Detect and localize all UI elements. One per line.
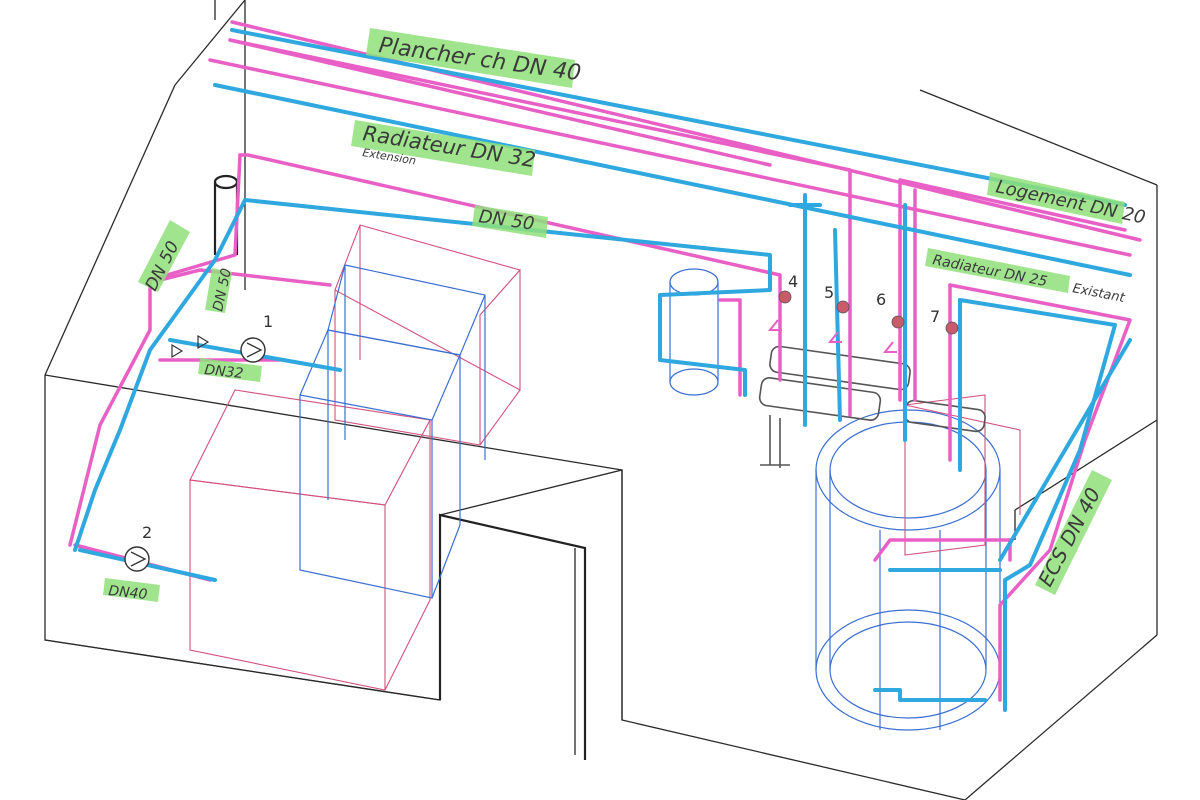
label-existant-text: Existant: [1071, 281, 1126, 306]
label-dn50-left: DN 50: [138, 220, 190, 294]
pump-arrow-icon: [130, 551, 147, 567]
door-frame: [438, 470, 623, 760]
label-dn50-top-text: DN 50: [477, 206, 535, 235]
valve-5-number: 5: [824, 283, 834, 302]
vertical-stack: [213, 174, 239, 255]
valve-7: 7: [930, 307, 959, 335]
label-logement-text: Logement DN 20: [994, 176, 1147, 228]
supply-pipes: [68, 20, 1142, 702]
tank-box-blue: [299, 264, 486, 599]
pump-arrow-icon: [246, 342, 263, 358]
buffer-tank: [669, 268, 719, 396]
pump-1-number: 1: [263, 312, 273, 331]
check-valve-icon: [197, 334, 210, 350]
label-dn40: DN40: [103, 578, 160, 603]
valve-7-number: 7: [930, 307, 940, 326]
tank-box-red: [189, 224, 521, 691]
pump-2-number: 2: [142, 523, 152, 542]
pump-2: 2: [124, 523, 152, 572]
check-valve-icon: [171, 343, 184, 359]
label-dn50-vertical: DN 50: [205, 267, 235, 313]
label-dn32-text: DN32: [204, 362, 245, 382]
label-radiateur-dn32: Radiateur DN 32 Extension: [351, 120, 537, 176]
label-radiateur-dn32-text: Radiateur DN 32: [361, 121, 537, 172]
label-dn50-top: DN 50: [472, 205, 548, 238]
pump-1: 1: [240, 312, 273, 363]
valve-5: 5: [824, 283, 850, 314]
riser-marks: [767, 319, 897, 353]
label-radiateur-dn25: Radiateur DN 25 Existant: [925, 248, 1127, 306]
storage-cylinder: [815, 394, 1021, 731]
check-valves: [171, 334, 210, 359]
valve-6-number: 6: [876, 290, 886, 309]
return-pipes: [73, 28, 1132, 712]
collector-manifold: [758, 345, 986, 468]
valve-6: 6: [876, 290, 905, 329]
building-outline: [44, 0, 1158, 800]
label-dn40-text: DN40: [108, 583, 149, 603]
label-logement: Logement DN 20: [987, 172, 1147, 229]
label-dn32: DN32: [198, 358, 262, 382]
valve-4: 4: [778, 272, 798, 304]
valve-4-number: 4: [788, 272, 798, 291]
